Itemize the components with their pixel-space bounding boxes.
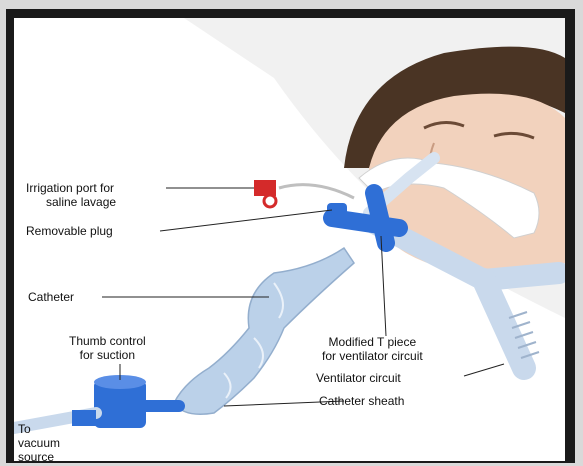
label-ventilator-circuit: Ventilator circuit [316, 371, 401, 385]
irrigation-line [279, 185, 354, 198]
removable-plug [327, 203, 347, 225]
catheter-sheath [174, 248, 354, 414]
label-t-piece-line1: Modified T piece [322, 335, 423, 349]
label-catheter-sheath: Catheter sheath [319, 394, 404, 408]
label-irrigation-port-line2: saline lavage [26, 195, 116, 209]
closed-suction-illustration [14, 18, 565, 461]
diagram-canvas: Irrigation port for saline lavage Remova… [14, 18, 565, 461]
label-catheter: Catheter [28, 290, 74, 304]
label-irrigation-port-line1: Irrigation port for [26, 181, 116, 195]
label-t-piece-line2: for ventilator circuit [322, 349, 423, 363]
label-thumb-control-line1: Thumb control [69, 334, 146, 348]
label-vacuum-source: To vacuum source [18, 422, 60, 461]
label-t-piece: Modified T piece for ventilator circuit [322, 335, 423, 363]
label-vacuum-line3: source [18, 450, 60, 461]
label-removable-plug: Removable plug [26, 224, 113, 238]
label-vacuum-line2: vacuum [18, 436, 60, 450]
label-irrigation-port: Irrigation port for saline lavage [26, 181, 116, 209]
label-thumb-control: Thumb control for suction [69, 334, 146, 362]
irrigation-port [254, 180, 276, 196]
label-vacuum-line1: To [18, 422, 60, 436]
label-thumb-control-line2: for suction [69, 348, 146, 362]
